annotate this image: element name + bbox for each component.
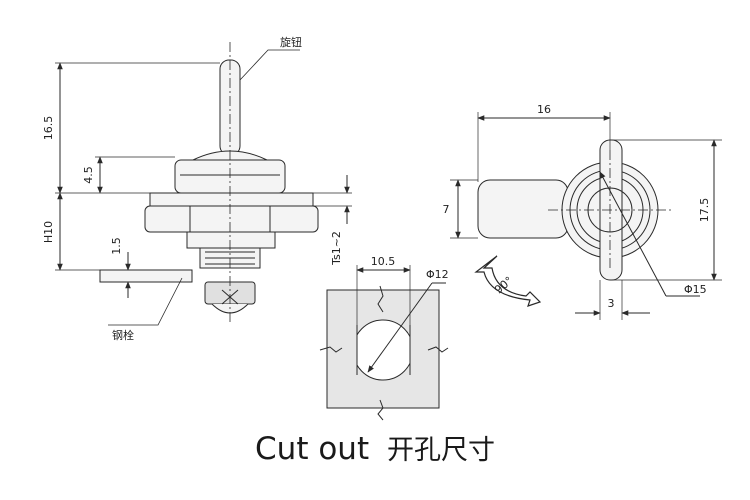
caption-cn: 开孔尺寸 <box>386 435 495 466</box>
front-diameter: Φ15 <box>684 283 707 296</box>
cutout-width: 10.5 <box>371 255 396 268</box>
technical-drawing: 16.5 4.5 H10 1.5 Ts1~2 旋钮 钢栓 10.5 Φ12 <box>42 35 722 421</box>
dim-ts: Ts1~2 <box>330 231 343 266</box>
caption-en: Cut out <box>255 431 370 467</box>
dim-h: H10 <box>42 221 55 243</box>
side-view <box>55 42 352 326</box>
cutout-diameter: Φ12 <box>426 268 449 281</box>
dim-height: 16.5 <box>42 116 55 141</box>
cutout-view <box>319 265 449 421</box>
front-width: 16 <box>537 103 551 116</box>
front-height-left: 7 <box>443 203 450 216</box>
cam-plate <box>99 269 193 283</box>
front-height-right: 17.5 <box>698 198 711 223</box>
front-offset: 3 <box>608 297 615 310</box>
cutout-hole <box>357 319 410 381</box>
rotation-arrow-icon <box>474 255 542 307</box>
label-cam: 钢栓 <box>112 328 134 342</box>
caption: Cut out 开孔尺寸 <box>0 428 750 476</box>
barrel <box>186 231 276 249</box>
flange <box>149 192 314 207</box>
front-view <box>450 112 722 320</box>
lever <box>477 179 569 239</box>
dim-flange: 4.5 <box>82 166 95 184</box>
label-knob: 旋钮 <box>280 35 302 49</box>
dim-cam: 1.5 <box>110 237 123 255</box>
hex-nut <box>144 205 319 233</box>
